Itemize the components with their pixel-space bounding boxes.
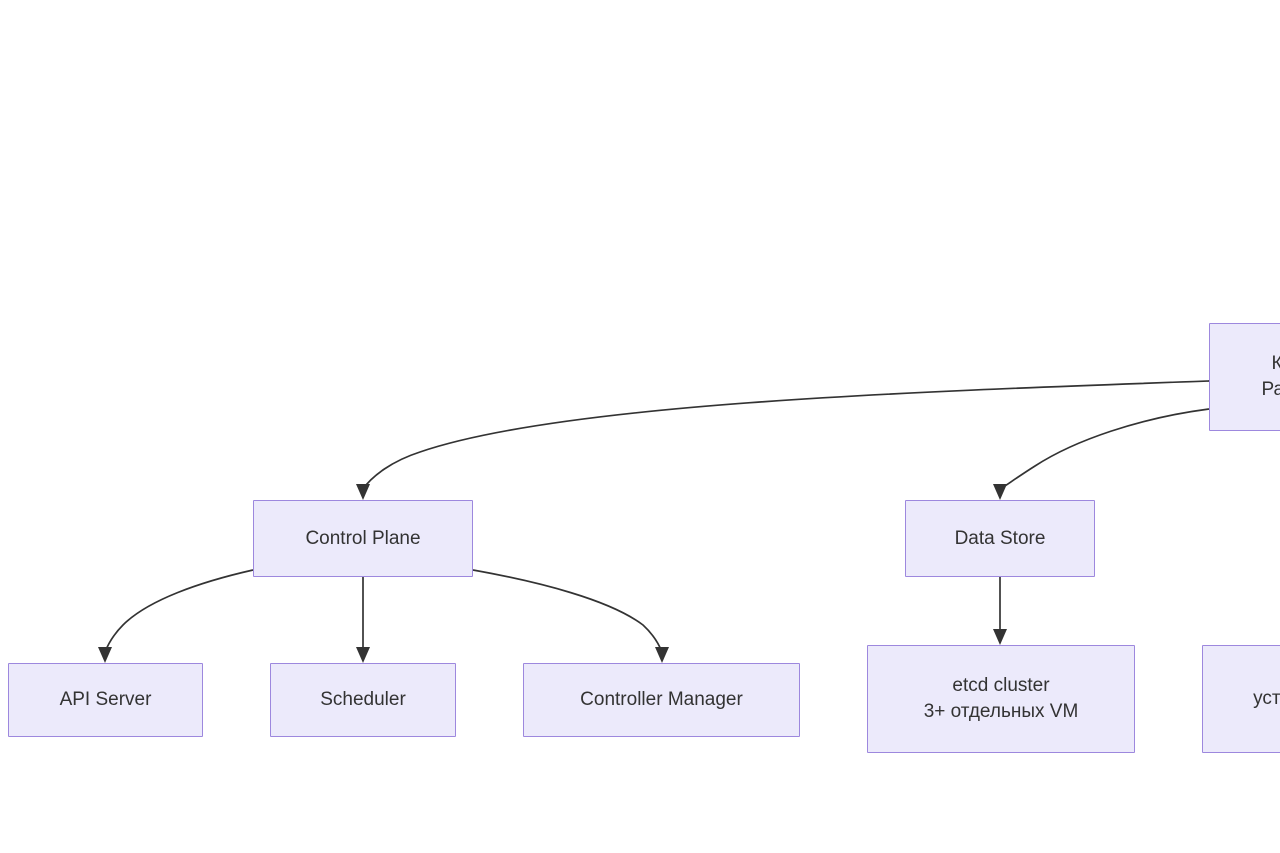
- arrowhead-api-server: [98, 647, 112, 663]
- api-server-node[interactable]: API Server: [8, 663, 203, 737]
- api-server-label: API Server: [59, 689, 152, 710]
- scheduler-node[interactable]: Scheduler: [270, 663, 456, 737]
- arrowhead-scheduler: [356, 647, 370, 663]
- arrowhead-controller-manager: [655, 647, 669, 663]
- arrowhead-etcd-cluster: [993, 629, 1007, 645]
- root-node[interactable]: К Раз: [1209, 323, 1280, 431]
- etcd-cluster-line-1: etcd cluster: [952, 675, 1050, 696]
- scheduler-label: Scheduler: [320, 689, 406, 710]
- etcd-cluster-line-2: 3+ отдельных VM: [923, 701, 1079, 722]
- install-node[interactable]: уста: [1202, 645, 1280, 753]
- etcd-cluster-node[interactable]: etcd cluster 3+ отдельных VM: [867, 645, 1135, 753]
- data-store-node[interactable]: Data Store: [905, 500, 1095, 577]
- edge-root-to-control-plane: [356, 380, 1210, 500]
- edge-data-store-to-etcd-cluster: [993, 577, 1007, 645]
- arrowhead-control-plane: [356, 484, 370, 500]
- arrowhead-data-store: [993, 484, 1007, 500]
- data-store-label: Data Store: [954, 527, 1046, 549]
- install-node-label: уста: [1253, 688, 1280, 709]
- edge-control-plane-to-api-server: [98, 569, 254, 663]
- edge-root-to-data-store: [993, 408, 1210, 500]
- controller-manager-node[interactable]: Controller Manager: [523, 663, 800, 737]
- control-plane-label: Control Plane: [305, 527, 421, 549]
- root-node-line-2: Раз: [1261, 379, 1280, 400]
- edge-control-plane-to-scheduler: [356, 577, 370, 663]
- controller-manager-label: Controller Manager: [580, 689, 743, 710]
- control-plane-node[interactable]: Control Plane: [253, 500, 473, 577]
- edge-control-plane-to-controller-manager: [472, 569, 669, 663]
- root-node-line-1: К: [1271, 353, 1280, 374]
